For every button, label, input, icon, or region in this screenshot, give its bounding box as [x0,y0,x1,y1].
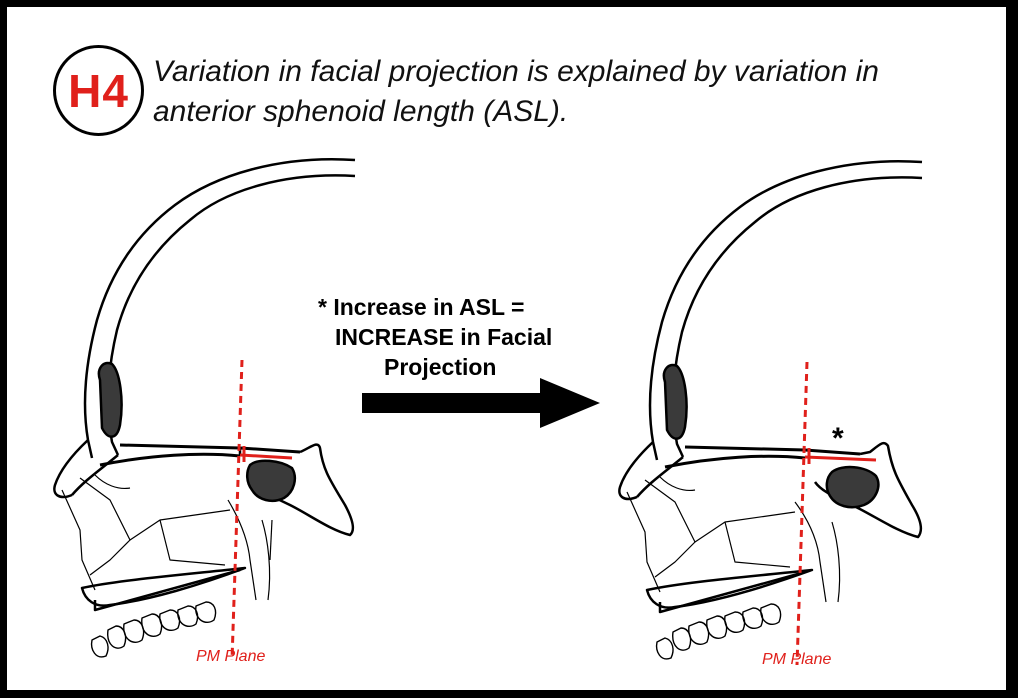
left-asl-line [240,455,292,458]
transition-arrow [362,378,600,428]
left-measure [232,360,292,660]
right-skull [619,161,922,659]
right-pm-plane [797,362,807,665]
right-measure [797,362,876,665]
right-pm-plane-label: PM Plane [762,651,831,669]
left-pm-plane-label: PM Plane [196,648,265,666]
arrow-caption-line-1: * Increase in ASL = [318,292,618,322]
arrow-caption-line-3: Projection [318,352,618,382]
arrow-caption-line-2: INCREASE in Facial [318,322,618,352]
arrow-caption: * Increase in ASL = INCREASE in Facial P… [318,292,618,382]
right-asl-line [805,457,876,460]
left-skull [54,159,355,657]
asl-change-marker: * [832,422,844,455]
